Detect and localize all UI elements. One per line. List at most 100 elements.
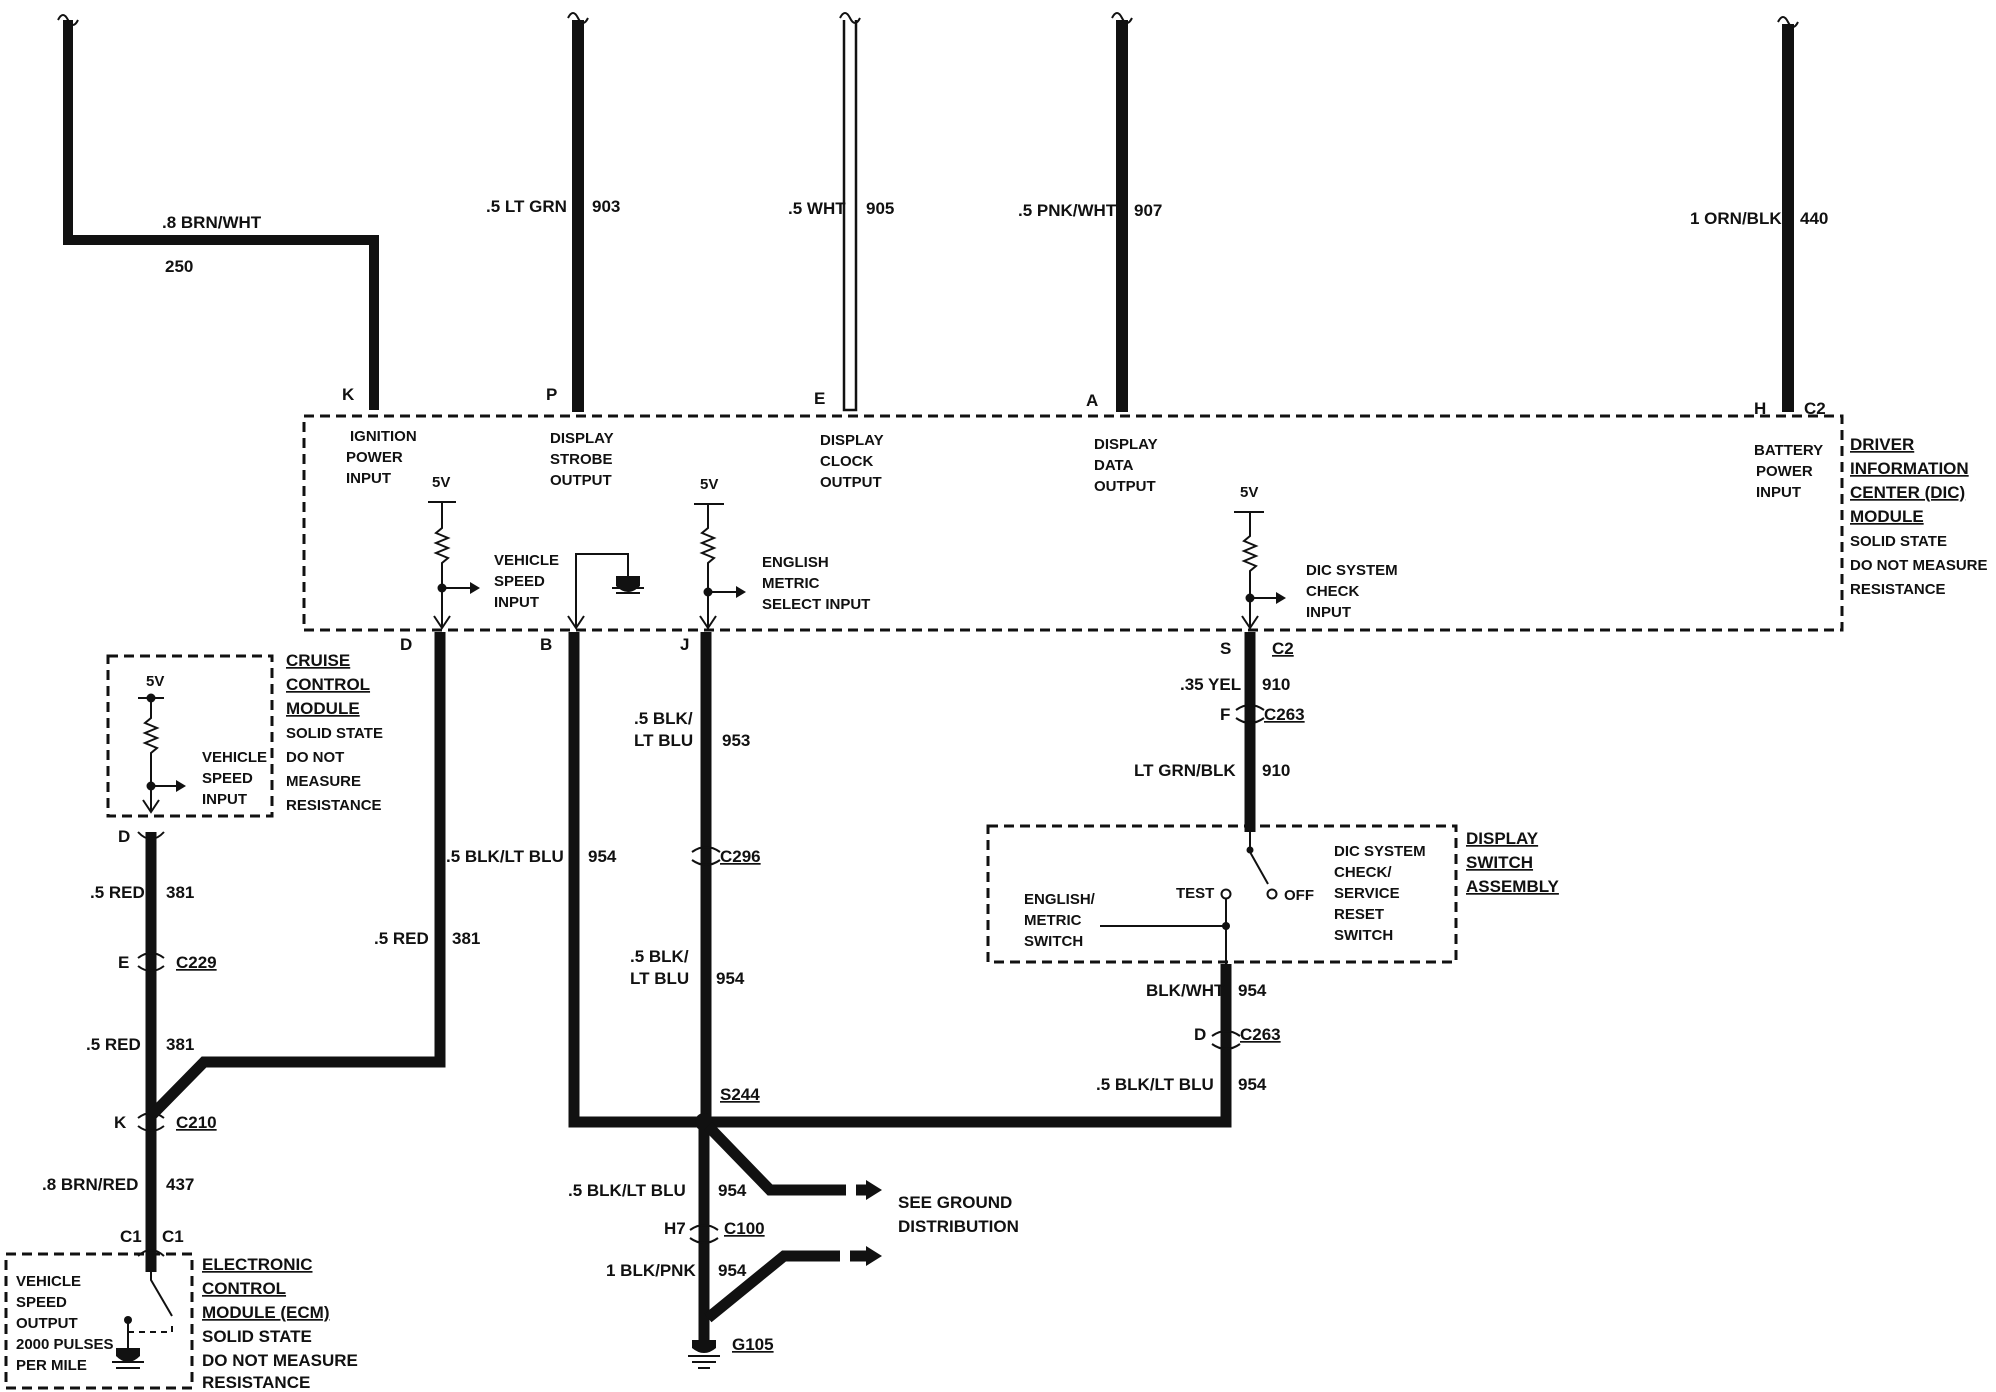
label-text: 437 <box>166 1175 194 1194</box>
data-label: DISPLAY DATA OUTPUT <box>1094 436 1158 495</box>
label-text: 910 <box>1262 761 1290 780</box>
wire-381-dic: .5 RED 381 <box>147 632 480 1120</box>
label-text: 954 <box>716 969 745 988</box>
label-text: RESET <box>1334 906 1384 923</box>
cruise-pin-d: D <box>118 827 130 846</box>
wire-905-circuit: 905 <box>866 199 894 218</box>
label-text: .8 BRN/RED <box>42 1175 138 1194</box>
label-text: RESISTANCE <box>202 1373 310 1392</box>
label-text: RESISTANCE <box>1850 581 1946 598</box>
label-text: ASSEMBLY <box>1466 877 1560 896</box>
ground-label: G105 <box>732 1335 774 1354</box>
ecm-module: C1 C1 VEHICLE SPEED OUTPUT 2000 PULSES P… <box>4 1227 194 1390</box>
label-text: PER MILE <box>16 1357 87 1374</box>
label-text: .5 BLK/LT BLU <box>1096 1075 1214 1094</box>
label-text: DIC SYSTEM <box>1334 843 1426 860</box>
c263f-name: C263 <box>1264 705 1305 724</box>
pin-s: S <box>1220 639 1231 658</box>
label-text: DRIVER <box>1850 435 1914 454</box>
wire-903-circuit: 903 <box>592 197 620 216</box>
label-text: .5 RED <box>374 929 429 948</box>
pin-j: J <box>680 635 689 654</box>
c229-pin: E <box>118 953 129 972</box>
label-text: MEASURE <box>286 773 361 790</box>
wire-907: .5 PNK/WHT 907 <box>1018 12 1162 412</box>
wire-250: .8 BRN/WHT 250 <box>57 14 379 410</box>
label-text: 954 <box>718 1181 747 1200</box>
label-text: CONTROL <box>202 1279 286 1298</box>
label-text: ENGLISH <box>762 554 829 571</box>
b-ground <box>567 553 644 630</box>
wire-903-color: .5 LT GRN <box>486 197 567 216</box>
label-text: .5 BLK/LT BLU <box>568 1181 686 1200</box>
label-text: VEHICLE <box>16 1273 81 1290</box>
label-text: .35 YEL <box>1180 675 1241 694</box>
strobe-label: DISPLAY STROBE OUTPUT <box>550 430 614 489</box>
label-text: OUTPUT <box>16 1315 78 1332</box>
c100-pin: H7 <box>664 1219 686 1238</box>
vss-pullup: 5V VEHICLE SPEED INPUT <box>428 474 559 630</box>
label-text: DISTRIBUTION <box>898 1217 1019 1236</box>
splice-label: S244 <box>720 1085 760 1104</box>
cruise-control-module: 5V VEHICLE SPEED INPUT D <box>106 654 274 846</box>
label-text: DO NOT MEASURE <box>1850 557 1988 574</box>
label-text: INPUT <box>1756 484 1801 501</box>
c296-name: C296 <box>720 847 761 866</box>
dic-title: DRIVER INFORMATION CENTER (DIC) MODULE S… <box>1850 435 1988 598</box>
label-text: OUTPUT <box>820 474 882 491</box>
label-text: SOLID STATE <box>202 1327 312 1346</box>
label-text: DO NOT <box>286 749 344 766</box>
test-label: TEST <box>1176 885 1214 902</box>
label-text: 2000 PULSES <box>16 1336 114 1353</box>
label-text: OUTPUT <box>550 472 612 489</box>
c229-name: C229 <box>176 953 217 972</box>
label-text: OUTPUT <box>1094 478 1156 495</box>
cruise-title: CRUISE CONTROL MODULE SOLID STATE DO NOT… <box>286 651 383 814</box>
wire-440-color: 1 ORN/BLK <box>1690 209 1782 228</box>
label-text: SWITCH <box>1334 927 1393 944</box>
pin-p: P <box>546 385 557 404</box>
label-text: DIC SYSTEM <box>1306 562 1398 579</box>
battery-label: BATTERY POWER INPUT <box>1754 442 1823 501</box>
wire-953-954-j: .5 BLK/ LT BLU 953 C296 .5 BLK/ LT BLU 9… <box>630 632 761 1122</box>
check-pullup: 5V DIC SYSTEM CHECK INPUT <box>1234 484 1398 630</box>
c100-name: C100 <box>724 1219 765 1238</box>
label-text: SELECT INPUT <box>762 596 870 613</box>
label-text: SWITCH <box>1024 933 1083 950</box>
label-text: INFORMATION <box>1850 459 1969 478</box>
pin-a: A <box>1086 391 1098 410</box>
label-text: MODULE <box>1850 507 1924 526</box>
label-text: METRIC <box>1024 912 1082 929</box>
label-text: 953 <box>722 731 750 750</box>
label-text: VEHICLE <box>494 552 559 569</box>
label-text: BATTERY <box>1754 442 1823 459</box>
circuit-381-437: .5 RED 381 E C229 .5 RED 381 K C210 .8 B… <box>42 831 217 1272</box>
label-text: DO NOT MEASURE <box>202 1351 358 1370</box>
label-text: CLOCK <box>820 453 873 470</box>
label-text: CENTER (DIC) <box>1850 483 1965 502</box>
label-text: CRUISE <box>286 651 350 670</box>
ecm-pin-left: C1 <box>120 1227 142 1246</box>
label-text: 381 <box>166 883 194 902</box>
off-label: OFF <box>1284 887 1314 904</box>
label-text: 5V <box>146 673 164 690</box>
label-text: 954 <box>588 847 617 866</box>
label-text: LT BLU <box>630 969 689 988</box>
pin-b: B <box>540 635 552 654</box>
wire-907-color: .5 PNK/WHT <box>1018 201 1117 220</box>
label-text: DISPLAY <box>550 430 614 447</box>
label-text: METRIC <box>762 575 820 592</box>
label-text: .5 BLK/ <box>634 709 693 728</box>
label-text: 910 <box>1262 675 1290 694</box>
label-text: SEE GROUND <box>898 1193 1012 1212</box>
wire-954-b: .5 BLK/LT BLU 954 <box>446 632 704 1128</box>
label-text: SOLID STATE <box>1850 533 1947 550</box>
label-text: INPUT <box>346 470 391 487</box>
label-text: .5 BLK/ <box>630 947 689 966</box>
pin-e: E <box>814 389 825 408</box>
label-text: VEHICLE <box>202 749 267 766</box>
clock-label: DISPLAY CLOCK OUTPUT <box>820 432 884 491</box>
wire-954-switch: BLK/WHT 954 D C263 .5 BLK/LT BLU 954 <box>706 964 1281 1128</box>
label-text: 5V <box>432 474 450 491</box>
wire-903: .5 LT GRN 903 <box>486 12 620 412</box>
